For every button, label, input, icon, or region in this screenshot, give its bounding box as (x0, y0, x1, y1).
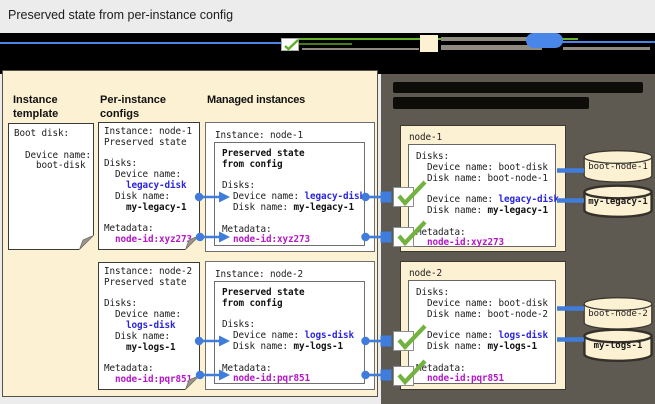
dogear-icon (185, 235, 201, 251)
vm-instance-box-2: node-2 Disks: Device name: boot-disk Dis… (400, 261, 566, 390)
applied-check-metadata-1 (392, 220, 427, 247)
disk-cylinder-boot-node-1: boot-node-1 (583, 149, 653, 184)
legend-reference-pill-icon (526, 33, 563, 48)
vm-instance-header-2: node-2 (409, 268, 442, 279)
cylinder-icon (583, 328, 653, 362)
cylinder-icon (583, 184, 653, 218)
disk-label: my-logs-1 (593, 341, 643, 351)
project-panel-heading-line-2 (393, 97, 589, 109)
legend-blue-line-left (0, 42, 281, 44)
vm-instance-box-1: node-1 Disks: Device name: boot-disk Dis… (400, 125, 566, 252)
disk-label: boot-node-2 (588, 309, 648, 319)
legend-green-line-bright (299, 37, 578, 41)
legend-check-icon (281, 38, 299, 51)
managed-instance-header-2: Instance: node-2 (215, 269, 303, 280)
page-title: Preserved state from per-instance config (8, 8, 234, 22)
managed-instance-header-1: Instance: node-1 (215, 130, 303, 141)
legend-blue-line-right (561, 41, 655, 43)
column-heading-instance-template: Instance template (13, 94, 59, 120)
vm-instance-inner-box-2: Disks: Device name: boot-disk Disk name:… (408, 280, 556, 384)
managed-heading-bold: Managed instances (207, 93, 306, 106)
vm-instance-code-1: Disks: Device name: boot-disk Disk name:… (416, 151, 559, 249)
disk-label: boot-node-1 (588, 162, 648, 172)
cylinder-icon (583, 150, 653, 183)
disk-label: my-legacy-1 (588, 197, 648, 207)
disk-cylinder-my-logs-1: my-logs-1 (583, 328, 653, 363)
legend-gray-bar-1 (441, 36, 542, 41)
applied-check-disk-1 (392, 180, 427, 207)
dogear-icon (185, 375, 201, 391)
instance-template-box: Boot disk: Device name: boot-disk (8, 123, 95, 251)
disk-cylinder-my-legacy-1: my-legacy-1 (583, 184, 653, 219)
dogear-icon (79, 235, 95, 251)
project-panel-heading-line-1 (393, 82, 643, 93)
legend-gray-bar-3 (563, 46, 650, 50)
vm-instance-inner-box-1: Disks: Device name: boot-disk Disk name:… (408, 144, 559, 249)
applied-check-metadata-2 (392, 359, 427, 386)
column-heading-per-instance-configs: Per-instance configs (100, 94, 167, 120)
applied-check-disk-2 (392, 324, 427, 351)
vm-instance-code-2: Disks: Device name: boot-disk Disk name:… (416, 287, 548, 385)
legend-config-swatch (420, 35, 438, 52)
legend-green-line-dark (299, 42, 352, 45)
disk-cylinder-boot-node-2: boot-node-2 (583, 296, 653, 331)
instance-template-code: Boot disk: Device name: boot-disk (14, 128, 91, 172)
legend-gray-bar-2 (441, 45, 542, 50)
legend-gray-line (302, 47, 419, 51)
vm-instance-header-1: node-1 (409, 132, 442, 143)
